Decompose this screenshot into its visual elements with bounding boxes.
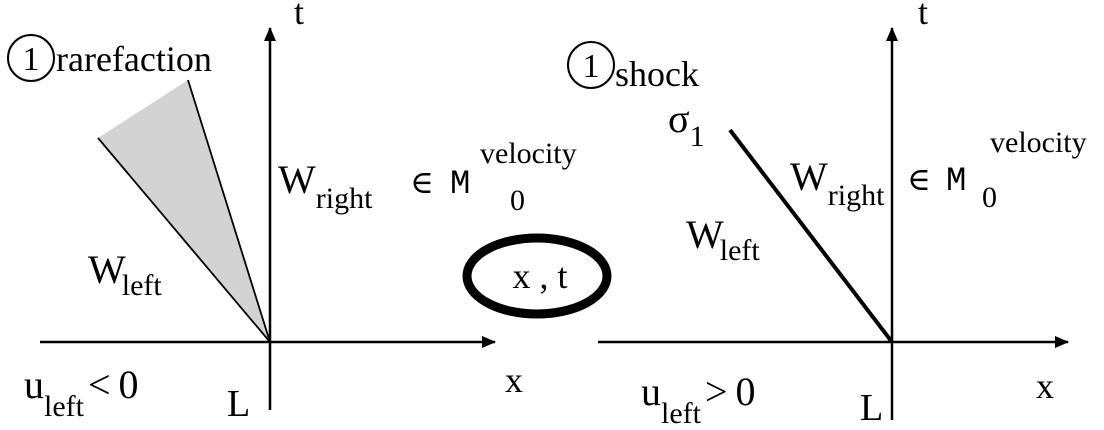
xt-label: x , t: [512, 256, 567, 296]
origin-label-left: L: [227, 383, 250, 425]
origin-label-right: L: [860, 387, 883, 429]
set-symbol-right: M: [946, 163, 966, 201]
fan-head-line: [97, 137, 271, 343]
highlight-ellipse: [462, 233, 612, 319]
wave-number-right: 1: [583, 48, 600, 85]
member-of-symbol-right: ∈: [907, 161, 931, 197]
wave-number-badge-left: [7, 34, 55, 82]
t-axis-label-left: t: [294, 0, 304, 32]
right-state-label-right: Wright: [790, 154, 885, 212]
set-superscript-right: velocity: [990, 126, 1087, 159]
shock-line: [728, 128, 894, 344]
wave-number-left: 1: [23, 41, 40, 78]
left-state-label-left: Wleft: [88, 247, 162, 302]
x-axis-label-right: x: [1036, 366, 1054, 406]
set-symbol-left: M: [450, 166, 470, 204]
wave-type-label-left: rarefaction: [56, 39, 212, 79]
member-of-symbol-left: ∈: [410, 164, 434, 200]
velocity-condition-left: uleft<0: [24, 362, 139, 423]
self-similar-variable-note: x , t: [462, 233, 612, 319]
wave-type-label-right: shock: [615, 54, 699, 94]
fan-tail-line: [187, 79, 271, 343]
velocity-condition-right: uleft>0: [641, 369, 756, 430]
right-state-label-left: Wright: [278, 157, 373, 215]
shock-panel: t x L 1 shock σ1 Wright ∈ M 0 velocity W…: [567, 0, 1087, 430]
x-axis-label-left: x: [505, 360, 523, 400]
t-axis-label-right: t: [918, 0, 928, 32]
left-state-label-right: Wleft: [686, 212, 760, 267]
set-subscript-left: 0: [510, 184, 525, 217]
shock-speed-label: σ1: [668, 96, 705, 153]
set-subscript-right: 0: [982, 181, 997, 214]
rarefaction-panel: t x L 1 rarefaction Wright ∈ M 0 velocit…: [7, 0, 577, 425]
wave-number-badge-right: [567, 41, 615, 89]
set-superscript-left: velocity: [480, 137, 577, 170]
rarefaction-fan: [98, 80, 270, 342]
